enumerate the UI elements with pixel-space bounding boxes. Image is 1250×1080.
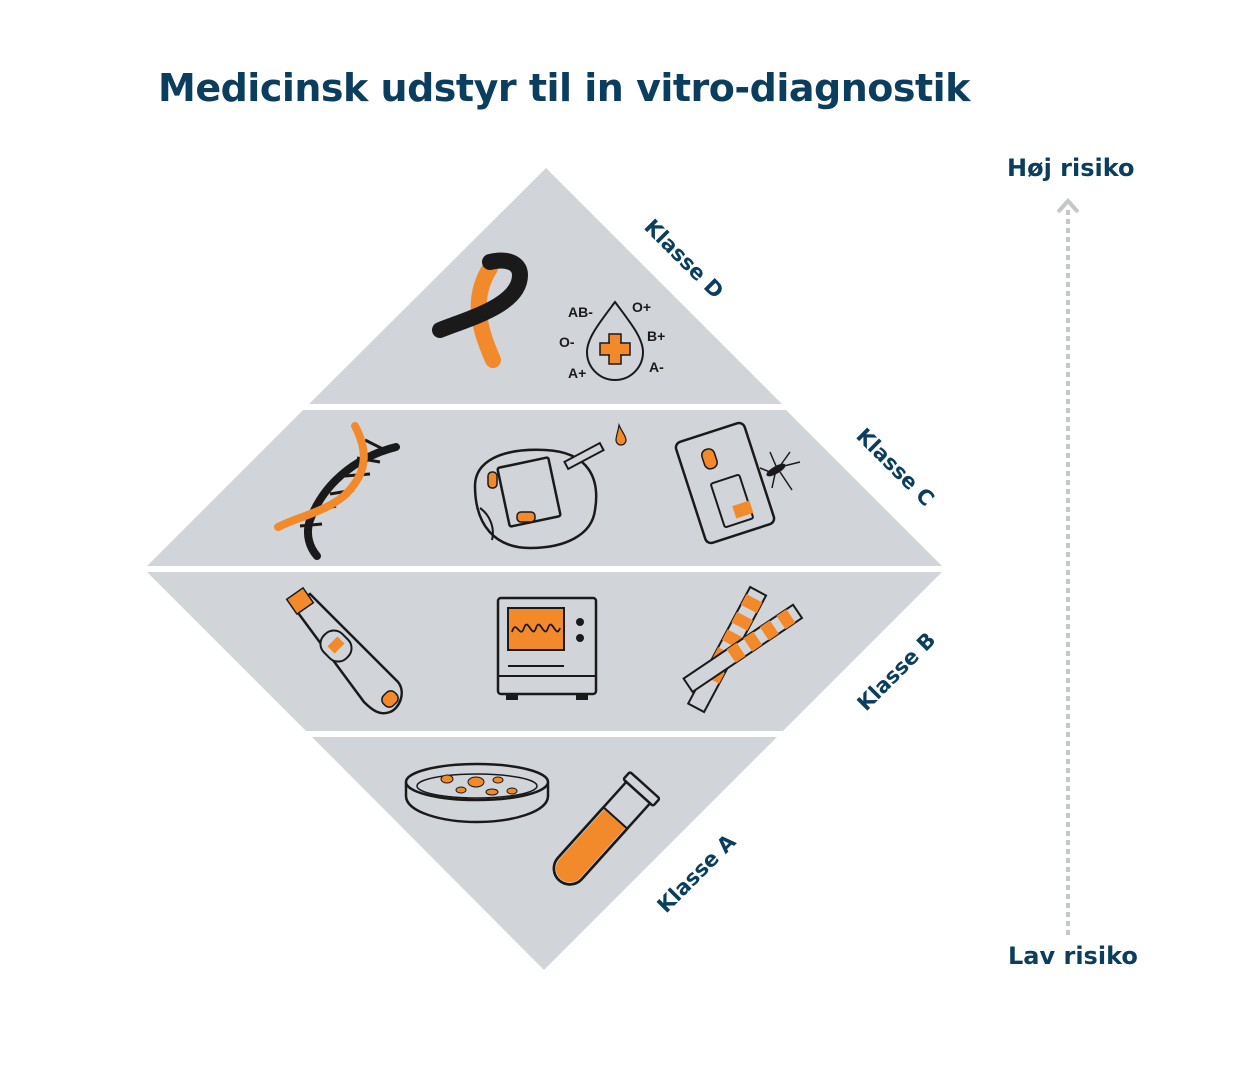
blood-type-b-pos: B+ bbox=[647, 328, 665, 344]
low-risk-label: Lav risiko bbox=[1008, 942, 1138, 970]
ribbon-icon bbox=[432, 252, 529, 368]
class-d-panel bbox=[309, 168, 782, 404]
petri-dish-icon bbox=[404, 762, 550, 824]
page-title: Medicinsk udstyr til in vitro-diagnostik bbox=[158, 66, 970, 110]
malaria-test-icon bbox=[674, 421, 801, 545]
blood-type-o-pos: O+ bbox=[632, 299, 651, 315]
test-strips-icon bbox=[682, 585, 804, 714]
dna-icon bbox=[274, 422, 400, 560]
glucose-meter-icon bbox=[473, 422, 627, 550]
lab-analyzer-icon bbox=[496, 596, 598, 700]
risk-axis-arrow bbox=[1056, 198, 1080, 935]
blood-type-a-pos: A+ bbox=[568, 365, 586, 381]
pregnancy-test-icon bbox=[285, 586, 403, 715]
test-tube-icon bbox=[552, 771, 661, 886]
blood-type-icon: AB- O+ O- B+ A+ A- bbox=[559, 299, 665, 381]
high-risk-label: Høj risiko bbox=[1007, 154, 1135, 182]
blood-type-ab-neg: AB- bbox=[568, 304, 593, 320]
blood-type-a-neg: A- bbox=[649, 359, 664, 375]
blood-type-o-neg: O- bbox=[559, 334, 575, 350]
